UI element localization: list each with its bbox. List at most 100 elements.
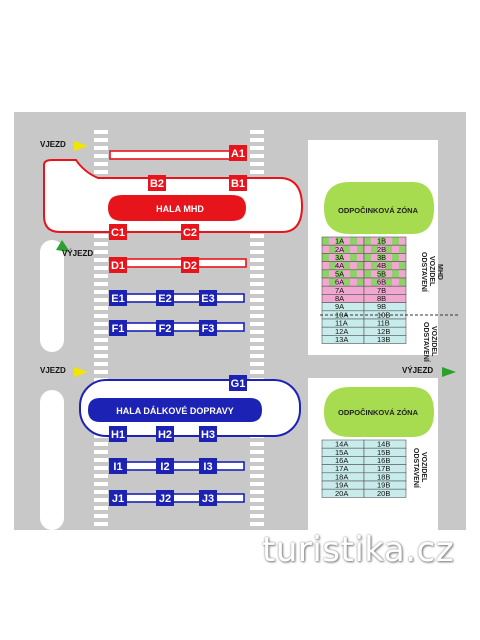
slot-stripe — [385, 237, 392, 246]
slot-stripe — [322, 269, 329, 278]
bay-marker — [109, 458, 127, 474]
zebra-stripe — [250, 498, 264, 502]
bay-marker — [181, 257, 199, 273]
bay-marker — [181, 224, 199, 240]
slot-stripe — [336, 269, 343, 278]
odstaveni-mid-line1: ODSTAVENÍ — [422, 322, 431, 363]
slot-stripe — [371, 269, 378, 278]
slot-stripe — [371, 237, 378, 246]
mhd-hall-building — [108, 195, 246, 221]
zebra-stripe — [94, 162, 108, 166]
zebra-stripe — [94, 458, 108, 462]
slot-label: 20B — [377, 489, 390, 498]
slot-stripe — [364, 269, 371, 278]
bay-label: E2 — [158, 293, 171, 305]
zebra-stripe — [94, 338, 108, 342]
odstaveni-mhd-line3: MHD — [436, 264, 443, 280]
slot-stripe — [364, 278, 371, 287]
zebra-stripe — [250, 250, 264, 254]
bay-label: H1 — [111, 429, 125, 441]
bay-marker — [156, 320, 174, 336]
slot-label: 13B — [377, 335, 390, 344]
slot-label: 8A — [335, 294, 344, 303]
bay-a1: A1 — [229, 145, 247, 161]
bay-marker — [199, 320, 217, 336]
slot-stripe — [357, 253, 364, 262]
slot-stripe — [329, 278, 336, 287]
zebra-stripe — [94, 466, 108, 470]
slot-stripe — [392, 245, 399, 254]
bay-c2: C2 — [181, 224, 199, 240]
bay-h1: H1 — [109, 426, 127, 442]
slot-stripe — [322, 278, 329, 287]
slot-stripe — [392, 253, 399, 262]
bay-h2: H2 — [156, 426, 174, 442]
slot-stripe — [399, 245, 406, 254]
zebra-stripe — [250, 130, 264, 134]
odstaveni-bottom-line2: VOZIDEL — [420, 452, 427, 483]
parking-slot: 2B — [363, 245, 407, 254]
zebra-stripe — [250, 354, 264, 358]
zebra-stripe — [250, 362, 264, 366]
bay-i3: I3 — [199, 458, 217, 474]
zebra-stripe — [250, 170, 264, 174]
bay-marker — [199, 426, 217, 442]
slot-stripe — [364, 237, 371, 246]
zebra-stripe — [250, 314, 264, 318]
slot-stripe — [343, 269, 350, 278]
bay-marker — [156, 290, 174, 306]
slot-stripe — [350, 269, 357, 278]
side-label-mhd: ODSTAVENÍ VOZIDEL MHD — [420, 252, 443, 293]
zebra-stripe — [94, 250, 108, 254]
zebra-stripe — [94, 474, 108, 478]
rest-zone-top — [324, 182, 434, 234]
bay-e3: E3 — [199, 290, 217, 306]
bay-g1: G1 — [229, 375, 247, 391]
vjezd-mid-label: VJEZD — [40, 366, 66, 375]
odstaveni-mid-line2: VOZIDEL — [430, 326, 437, 357]
odstaveni-bottom-line1: ODSTAVENÍ — [412, 448, 421, 489]
slot-stripe — [378, 261, 385, 270]
bay-i2: I2 — [156, 458, 174, 474]
zebra-stripe — [250, 154, 264, 158]
slot-label: 6B — [377, 278, 386, 287]
slot-stripe — [385, 261, 392, 270]
zebra-stripe — [250, 274, 264, 278]
slot-label: 12A — [335, 327, 348, 336]
slot-label: 17B — [377, 464, 390, 473]
zebra-stripe — [94, 322, 108, 326]
slot-stripe — [392, 237, 399, 246]
rest-zone-bottom-label: ODPOČINKOVÁ ZÓNA — [338, 408, 419, 417]
bay-label: E1 — [111, 293, 124, 305]
bay-label: C2 — [183, 227, 197, 239]
slot-stripe — [371, 253, 378, 262]
bay-marker — [109, 224, 127, 240]
slot-stripe — [350, 245, 357, 254]
slot-label: 20A — [335, 489, 348, 498]
slot-stripe — [329, 245, 336, 254]
vyjezd-left-label: VÝJEZD — [62, 249, 93, 258]
slot-label: 12B — [377, 327, 390, 336]
slot-label: 7A — [335, 286, 344, 295]
slot-stripe — [357, 269, 364, 278]
arrow-right-icon — [74, 141, 88, 151]
bay-f2: F2 — [156, 320, 174, 336]
slot-label: 11B — [377, 319, 390, 328]
hala-dalkove-label: HALA DÁLKOVÉ DOPRAVY — [116, 406, 234, 416]
bay-marker — [109, 320, 127, 336]
slot-stripe — [385, 245, 392, 254]
slot-label: 4A — [335, 261, 344, 270]
zebra-stripe — [94, 370, 108, 374]
slot-label: 13A — [335, 335, 348, 344]
arrow-down-left-icon — [56, 240, 70, 252]
slot-stripe — [336, 278, 343, 287]
parking-slot: 20A — [321, 489, 365, 498]
slot-label: 7B — [377, 286, 386, 295]
slot-stripe — [350, 261, 357, 270]
arrow-right-icon — [74, 367, 88, 377]
bay-h3: H3 — [199, 426, 217, 442]
zebra-stripe — [250, 450, 264, 454]
bay-label: J1 — [112, 493, 124, 505]
slot-label: 5A — [335, 269, 344, 278]
